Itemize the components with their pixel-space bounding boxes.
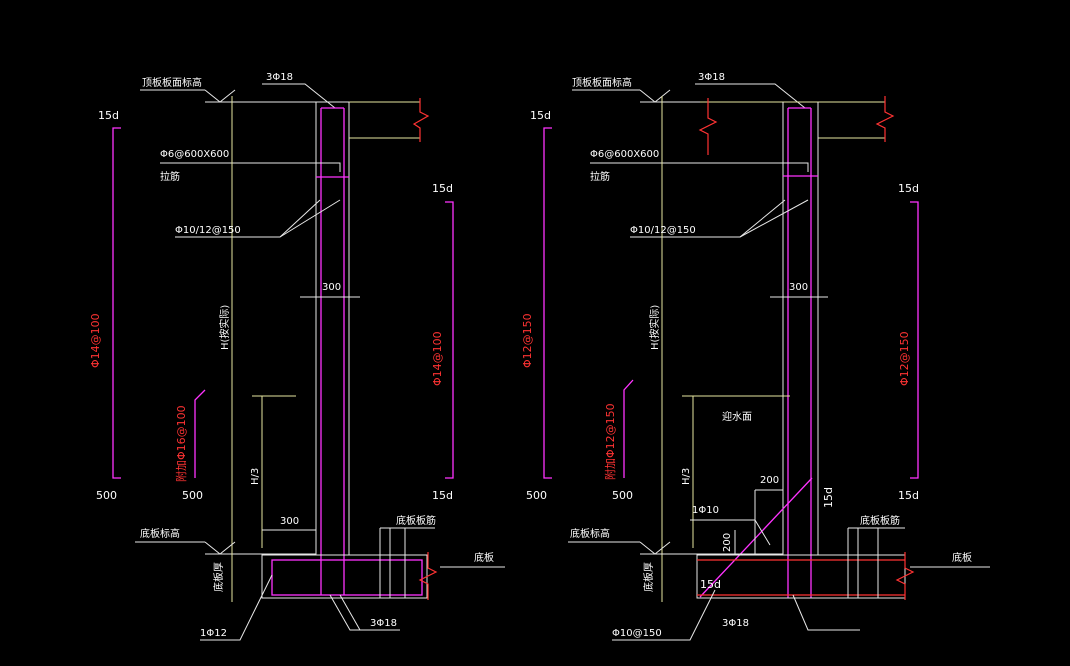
dim-500-a-label: 500: [526, 489, 547, 502]
h3-label: H/3: [681, 468, 692, 485]
left-vert-bar-bracket: [543, 127, 552, 479]
left-vert-bar-bracket: [112, 127, 121, 479]
tie-spec-label: Φ6@600X600: [590, 149, 659, 160]
added-bar-line: [194, 389, 206, 478]
left-wall-detail: 顶板板面标高 3Φ18 15d Φ6@600X600 拉筋 Φ10/12@150…: [89, 72, 505, 641]
vert-right-label: Φ14@100: [431, 331, 444, 386]
len-15d-left-label: 15d: [98, 109, 119, 122]
tie-leader: [160, 162, 341, 172]
added-bar-line: [623, 379, 634, 478]
bottom-bar-label: 3Φ18: [722, 618, 749, 629]
dim-200-a-label: 200: [760, 475, 779, 486]
base-bar-label: 底板板筋: [396, 514, 436, 527]
roof-elev-symbol: [639, 89, 671, 103]
h-label: H(按实际): [218, 305, 231, 350]
len-15d-right-bot-label: 15d: [432, 489, 453, 502]
dim-500-a-label: 500: [96, 489, 117, 502]
horiz-bar-leader-b: [739, 199, 809, 238]
h3-label: H/3: [250, 468, 261, 485]
right-wall-detail: 顶板板面标高 3Φ18 15d Φ6@600X600 拉筋 Φ10/12@150…: [521, 72, 990, 641]
base-slab-outline: [696, 554, 906, 599]
roof-slab-break: [412, 98, 430, 142]
right-vert-bar-bracket: [910, 201, 919, 479]
horiz-bar-label: Φ10/12@150: [175, 225, 241, 236]
bottom-bar-leader: [329, 594, 400, 631]
dim-300-bot-label: 300: [280, 516, 299, 527]
tie-leader: [590, 162, 809, 172]
haunch-bar-leader: [612, 589, 716, 641]
tie-label: 拉筋: [590, 170, 610, 183]
footing-rebar-loop: [271, 559, 423, 596]
dim-500-b-label: 500: [182, 489, 203, 502]
base-slab-break: [418, 552, 438, 600]
bar-1phi10-leader: [690, 519, 771, 546]
len-15d-left-label: 15d: [530, 109, 551, 122]
dim-500-b-label: 500: [612, 489, 633, 502]
base-thick-label: 底板厚: [212, 562, 225, 592]
len-15d-right-top-label: 15d: [898, 182, 919, 195]
top-bar-leader: [695, 83, 806, 109]
horiz-bar-leader-b: [279, 199, 341, 238]
roof-slab-break-left: [698, 98, 718, 155]
base-label: 底板: [952, 551, 972, 564]
roof-elev-label: 顶板板面标高: [572, 76, 632, 89]
base-elev-symbol: [639, 541, 671, 555]
base-elev-symbol: [204, 541, 236, 555]
tie-label: 拉筋: [160, 170, 180, 183]
bottom-bar-label: 3Φ18: [370, 618, 397, 629]
vert-right-label: Φ12@150: [898, 331, 911, 386]
dim-300-top-label: 300: [322, 282, 341, 293]
top-bar-leader: [262, 83, 336, 109]
vert-left-label: Φ12@150: [521, 313, 534, 368]
dim-15d-base-label: 15d: [700, 578, 721, 591]
top-bar-label: 3Φ18: [266, 72, 293, 83]
dim-15d-diag-label: 15d: [822, 487, 835, 508]
tie-spec-label: Φ6@600X600: [160, 149, 229, 160]
corner-bar-label: 1Φ12: [200, 628, 227, 639]
base-slab-break: [895, 552, 915, 600]
horiz-bar-label: Φ10/12@150: [630, 225, 696, 236]
len-15d-right-bot-label: 15d: [898, 489, 919, 502]
haunch-bar-label: Φ10@150: [612, 628, 662, 639]
len-15d-right-top-label: 15d: [432, 182, 453, 195]
h-label: H(按实际): [648, 305, 661, 350]
right-vert-bar-bracket: [445, 201, 454, 479]
dim-300-top-label: 300: [789, 282, 808, 293]
corner-bar-leader: [200, 574, 273, 641]
base-bar-label: 底板板筋: [860, 514, 900, 527]
base-elev-label: 底板标高: [570, 527, 610, 540]
roof-elev-label: 顶板板面标高: [142, 76, 202, 89]
haunch-diagonal-bar: [699, 477, 813, 598]
added-bar-label: 附加Φ16@100: [174, 405, 188, 482]
base-thick-label: 底板厚: [642, 562, 655, 592]
bottom-bar-leader: [792, 594, 860, 631]
bar-1phi10-label: 1Φ10: [692, 505, 719, 516]
dim-200-b-label: 200: [722, 533, 733, 552]
roof-slab-break-right: [875, 96, 895, 142]
water-face-label: 迎水面: [722, 411, 752, 423]
base-label: 底板: [474, 551, 494, 564]
vert-left-label: Φ14@100: [89, 313, 102, 368]
added-bar-label: 附加Φ12@150: [603, 403, 617, 480]
roof-elev-symbol: [204, 89, 236, 103]
top-bar-label: 3Φ18: [698, 72, 725, 83]
bottom-bar-leader-2: [339, 594, 361, 631]
base-elev-label: 底板标高: [140, 527, 180, 540]
